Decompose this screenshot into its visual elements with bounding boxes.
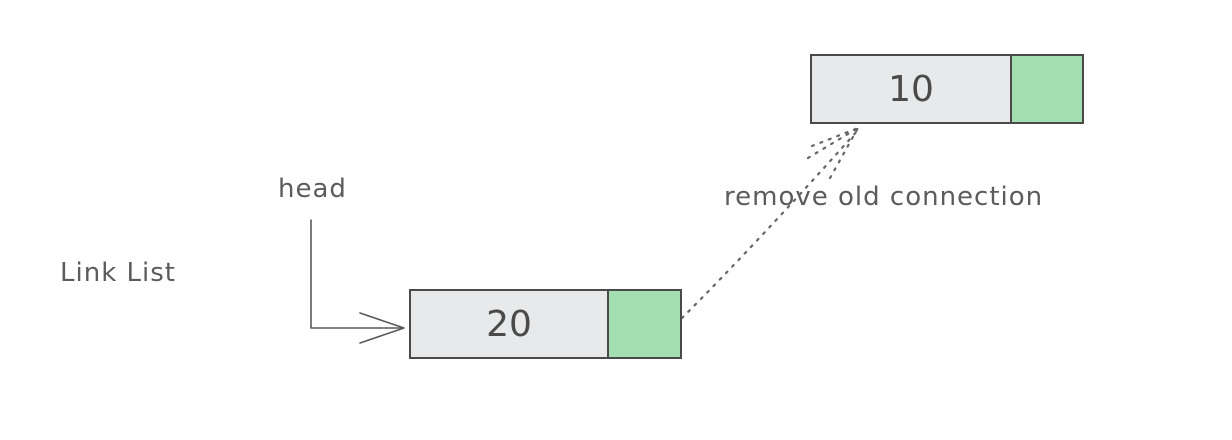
node-10-value: 10 [888, 68, 934, 110]
link-list-label: Link List [60, 258, 176, 288]
head-pointer-line [310, 219, 403, 329]
node-20-pointer-cell [607, 289, 682, 359]
node-20-value: 20 [486, 303, 532, 345]
remove-connection-label: remove old connection [724, 182, 1044, 212]
node-10-data-cell: 10 [810, 54, 1012, 124]
node-10-pointer-cell [1010, 54, 1084, 124]
head-label: head [278, 174, 347, 204]
removed-connection-line [680, 128, 860, 320]
removed-connection-arrowhead [806, 126, 860, 180]
node-20-data-cell: 20 [409, 289, 609, 359]
head-arrowhead [359, 312, 405, 344]
